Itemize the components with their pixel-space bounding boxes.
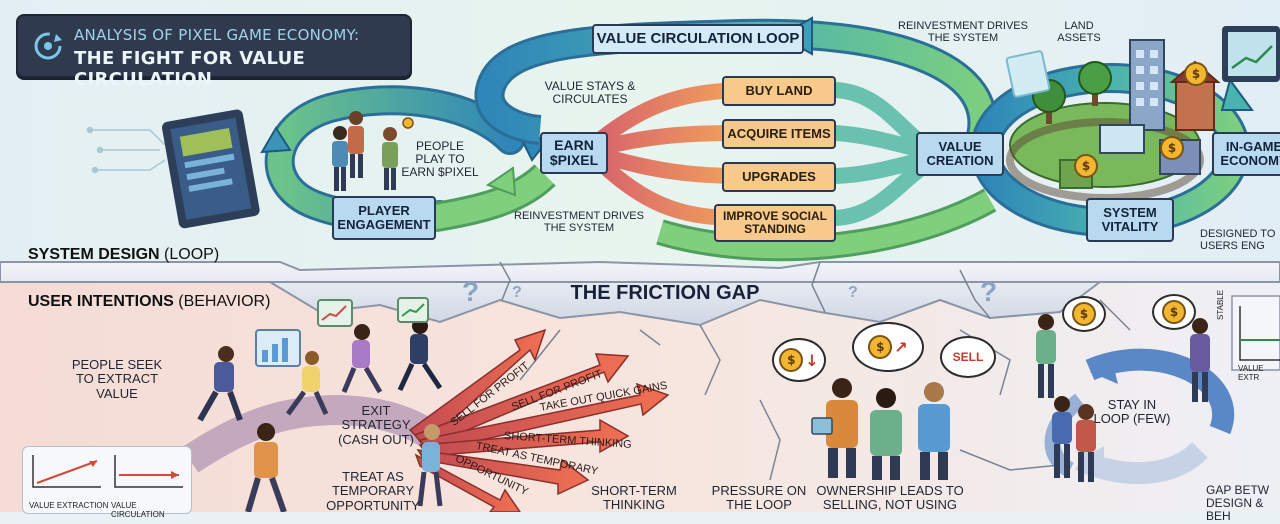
gap-between-label: GAP BETW DESIGN & BEH (1206, 483, 1270, 524)
pressure-label: PRESSURE ON THE LOOP (711, 483, 807, 513)
question-mark: ? (848, 284, 858, 301)
designed-to-label: DESIGNED TO USERS ENG (1200, 228, 1276, 253)
treat-temporary-label: TREAT AS TEMPORARY OPPORTUNITY (326, 469, 420, 513)
value-circulation-banner: VALUE CIRCULATION LOOP (592, 24, 804, 54)
option-improve-social: IMPROVE SOCIAL STANDING (714, 204, 836, 242)
user-intentions-sub: (BEHAVIOR) (178, 293, 271, 310)
coin-down-bubble: $ ↓ (772, 338, 826, 382)
up-arrow-icon: ↗ (894, 337, 908, 357)
title-line1: ANALYSIS OF PIXEL GAME ECONOMY: (74, 26, 360, 44)
mini-chart-panel: VALUE EXTRACTION VALUE CIRCULATION (22, 446, 192, 519)
question-mark: ? (980, 276, 998, 307)
value-extr-label: VALUE EXTR (1238, 364, 1264, 382)
friction-gap-title: THE FRICTION GAP (570, 282, 760, 304)
people-play-label: PEOPLE PLAY TO EARN $PIXEL (401, 139, 479, 180)
reinvestment-label-bottom: REINVESTMENT DRIVES THE SYSTEM (514, 210, 644, 235)
option-acquire-items: ACQUIRE ITEMS (722, 119, 836, 149)
question-mark: ? (462, 276, 480, 307)
mini-chart-label2: VALUE CIRCULATION (111, 501, 165, 519)
coin-icon: $ (1184, 62, 1208, 86)
question-mark: ? (512, 284, 522, 301)
sell-text: SELL (952, 350, 984, 364)
title-line2: THE FIGHT FOR VALUE CIRCULATION (74, 48, 306, 90)
coin-icon: $ (1074, 154, 1098, 178)
stable-label: STABLE (1216, 289, 1225, 320)
sell-bubble: SELL (940, 336, 996, 378)
option-buy-land: BUY LAND (722, 76, 836, 106)
system-design-sub: (LOOP) (164, 246, 220, 263)
short-term-label: SHORT-TERM THINKING (591, 483, 677, 513)
exit-strategy-label: EXIT STRATEGY (CASH OUT) (338, 403, 414, 447)
down-arrow-icon: ↓ (805, 350, 819, 370)
coin-bubble-left: $ (1062, 296, 1106, 332)
coin-icon: $ (1162, 300, 1186, 324)
value-creation-box: VALUE CREATION (916, 132, 1004, 176)
coin-bubble-right: $ (1152, 294, 1196, 330)
coin-icon: $ (868, 335, 893, 359)
coin-icon: $ (779, 348, 804, 372)
system-design-title: SYSTEM DESIGN (28, 246, 160, 263)
user-intentions-title: USER INTENTIONS (28, 293, 174, 310)
coin-icon: $ (1160, 136, 1184, 160)
coin-up-bubble: $ ↗ (852, 322, 924, 372)
value-stays-label: VALUE STAYS & CIRCULATES (544, 79, 636, 107)
option-upgrades: UPGRADES (722, 162, 836, 192)
title-banner: ANALYSIS OF PIXEL GAME ECONOMY: THE FIGH… (16, 14, 412, 90)
in-game-economy-box: IN-GAME ECONOMY (1212, 132, 1280, 176)
mini-chart-label1: VALUE EXTRACTION (29, 501, 109, 510)
earn-pixel-box: EARN $PIXEL (540, 132, 608, 174)
player-engagement-box: PLAYER ENGAGEMENT (332, 196, 436, 240)
system-vitality-box: SYSTEM VITALITY (1086, 198, 1174, 242)
coin-icon: $ (1072, 302, 1096, 326)
stay-in-loop-label: STAY IN LOOP (FEW) (1093, 397, 1171, 427)
mini-chart-graphic (32, 455, 183, 488)
system-design-heading: SYSTEM DESIGN (LOOP) (28, 246, 219, 264)
ownership-label: OWNERSHIP LEADS TO SELLING, NOT USING (816, 483, 964, 513)
refresh-icon (34, 32, 62, 60)
user-intentions-heading: USER INTENTIONS (BEHAVIOR) (28, 293, 270, 311)
seek-extract-label: PEOPLE SEEK TO EXTRACT VALUE (71, 357, 163, 401)
land-assets-label: LAND ASSETS (1057, 20, 1101, 45)
reinvestment-label-top: REINVESTMENT DRIVES THE SYSTEM (898, 20, 1028, 45)
